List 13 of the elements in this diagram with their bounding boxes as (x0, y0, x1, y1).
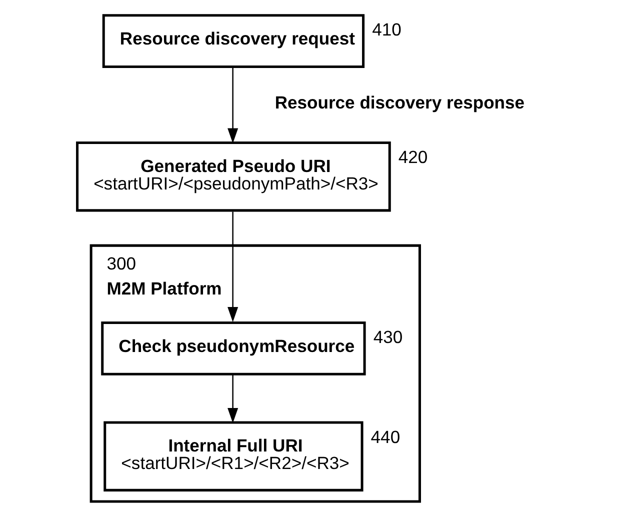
edge-label: Resource discovery response (274, 92, 524, 112)
node-box: Check pseudonymResource (100, 321, 366, 376)
node-label: 300 (106, 254, 136, 274)
arrow (227, 212, 238, 322)
node-label: 420 (398, 147, 428, 168)
node-label: 440 (370, 426, 400, 447)
node-box: Internal Full URI <startURI>/<R1>/<R2>/<R3> (103, 421, 363, 492)
node-box: Resource discovery request (102, 14, 364, 68)
arrow (227, 67, 238, 144)
node-label: 410 (372, 20, 401, 40)
node-box: Generated Pseudo URI <startURI>/<pseudonymPath>/<R3> (76, 141, 390, 212)
node-label: 430 (372, 327, 402, 348)
arrow (227, 374, 238, 424)
